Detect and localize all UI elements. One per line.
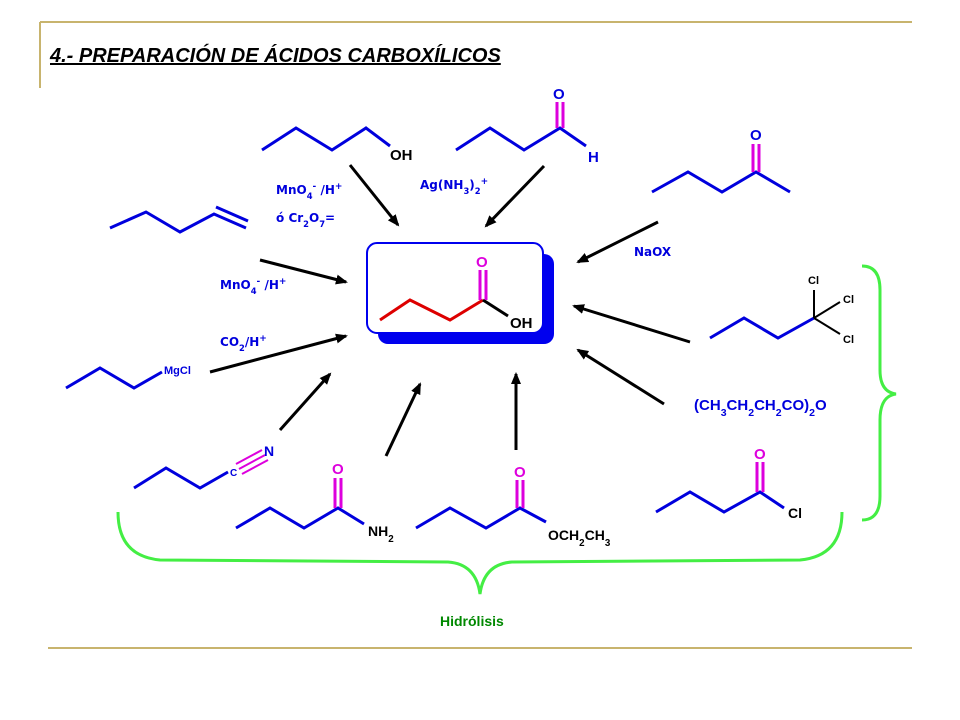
nitrile-triple-bond-3 bbox=[241, 459, 269, 475]
anhydride-formula: (CH3CH2CH2CO)2O bbox=[694, 397, 827, 419]
arrow-from-butanal bbox=[484, 164, 546, 228]
reaction-arrows bbox=[209, 164, 691, 457]
ketone-o-label: O bbox=[750, 127, 762, 144]
nitrile-c-label: C bbox=[230, 468, 237, 479]
butanol-molecule: OH bbox=[261, 126, 413, 164]
ester-chain bbox=[415, 506, 547, 530]
hydrolysis-brace-bottom bbox=[116, 511, 844, 595]
arrow-from-nitrile bbox=[278, 372, 332, 431]
alkene-chain bbox=[109, 210, 247, 234]
product-chain bbox=[379, 298, 484, 322]
ccl-bond-2 bbox=[813, 301, 841, 319]
butanal-h-label: H bbox=[588, 149, 599, 166]
butanal-molecule: O H bbox=[455, 86, 599, 166]
product-o-label: O bbox=[476, 254, 488, 271]
page-title: 4.- PREPARACIÓN DE ÁCIDOS CARBOXÍLICOS bbox=[49, 43, 501, 67]
acyl-chloride-chain bbox=[655, 490, 785, 514]
product-c-oh-bond bbox=[482, 298, 509, 318]
nitrile-molecule: C N bbox=[133, 443, 274, 490]
nitrile-triple-bond-2 bbox=[238, 454, 266, 470]
alkene-molecule bbox=[109, 205, 249, 234]
butanal-chain bbox=[455, 126, 587, 152]
reagent-dichromate: ó Cr2O7= bbox=[276, 211, 335, 229]
arrow-from-ketone bbox=[576, 220, 659, 264]
reagent-tollens: Ag(NH3)2+ bbox=[420, 177, 488, 196]
arrow-from-trichloride bbox=[572, 304, 691, 344]
ketone-molecule: O bbox=[651, 127, 791, 194]
reagent-permanganate-top: MnO4- /H+ bbox=[276, 182, 342, 201]
butanol-oh-label: OH bbox=[390, 147, 413, 164]
acyl-o-label: O bbox=[754, 446, 766, 463]
reagent-haloform: NaOX bbox=[634, 245, 672, 259]
cl-label-2: Cl bbox=[843, 294, 854, 306]
reagent-carbonation: CO2/H+ bbox=[220, 334, 267, 353]
acyl-chloride-molecule: O Cl bbox=[655, 446, 802, 521]
butanol-chain bbox=[261, 126, 391, 152]
nitrile-n-label: N bbox=[264, 443, 274, 459]
ketone-chain bbox=[651, 170, 791, 194]
reagent-permanganate-alkene: MnO4- /H+ bbox=[220, 277, 286, 296]
slide-frame bbox=[39, 21, 912, 649]
nitrile-triple-bond-1 bbox=[235, 449, 263, 465]
trichloride-molecule: Cl Cl Cl bbox=[709, 275, 854, 346]
product-oh-label: OH bbox=[510, 315, 533, 332]
cl-label-1: Cl bbox=[808, 275, 819, 287]
arrow-from-butanol bbox=[348, 164, 400, 227]
hydrolysis-brace-right bbox=[861, 264, 897, 522]
ester-ethoxy-label: OCH2CH3 bbox=[548, 527, 611, 549]
ester-molecule: O OCH2CH3 bbox=[415, 464, 611, 549]
acyl-cl-label: Cl bbox=[788, 505, 802, 521]
trichloride-chain bbox=[709, 316, 815, 340]
arrow-from-anhydride bbox=[576, 348, 665, 406]
cl-label-3: Cl bbox=[843, 334, 854, 346]
hydrolysis-label: Hidrólisis bbox=[440, 613, 504, 629]
arrow-from-amide bbox=[384, 382, 422, 457]
amide-nh2-label: NH2 bbox=[368, 523, 394, 545]
center-product-box: O OH bbox=[366, 242, 554, 344]
alkene-double-bond bbox=[215, 205, 249, 223]
grignard-molecule: MgCl bbox=[65, 365, 191, 390]
nitrile-chain bbox=[133, 466, 229, 490]
ccl-bond-3 bbox=[813, 317, 841, 335]
arrow-from-grignard bbox=[209, 333, 348, 374]
amide-chain bbox=[235, 506, 365, 530]
amide-o-label: O bbox=[332, 461, 344, 478]
grignard-mgcl-label: MgCl bbox=[164, 365, 191, 377]
grignard-chain bbox=[65, 366, 163, 390]
arrow-from-alkene bbox=[259, 258, 348, 285]
amide-molecule: O NH2 bbox=[235, 461, 394, 545]
ester-o-label: O bbox=[514, 464, 526, 481]
butanal-o-label: O bbox=[553, 86, 565, 103]
